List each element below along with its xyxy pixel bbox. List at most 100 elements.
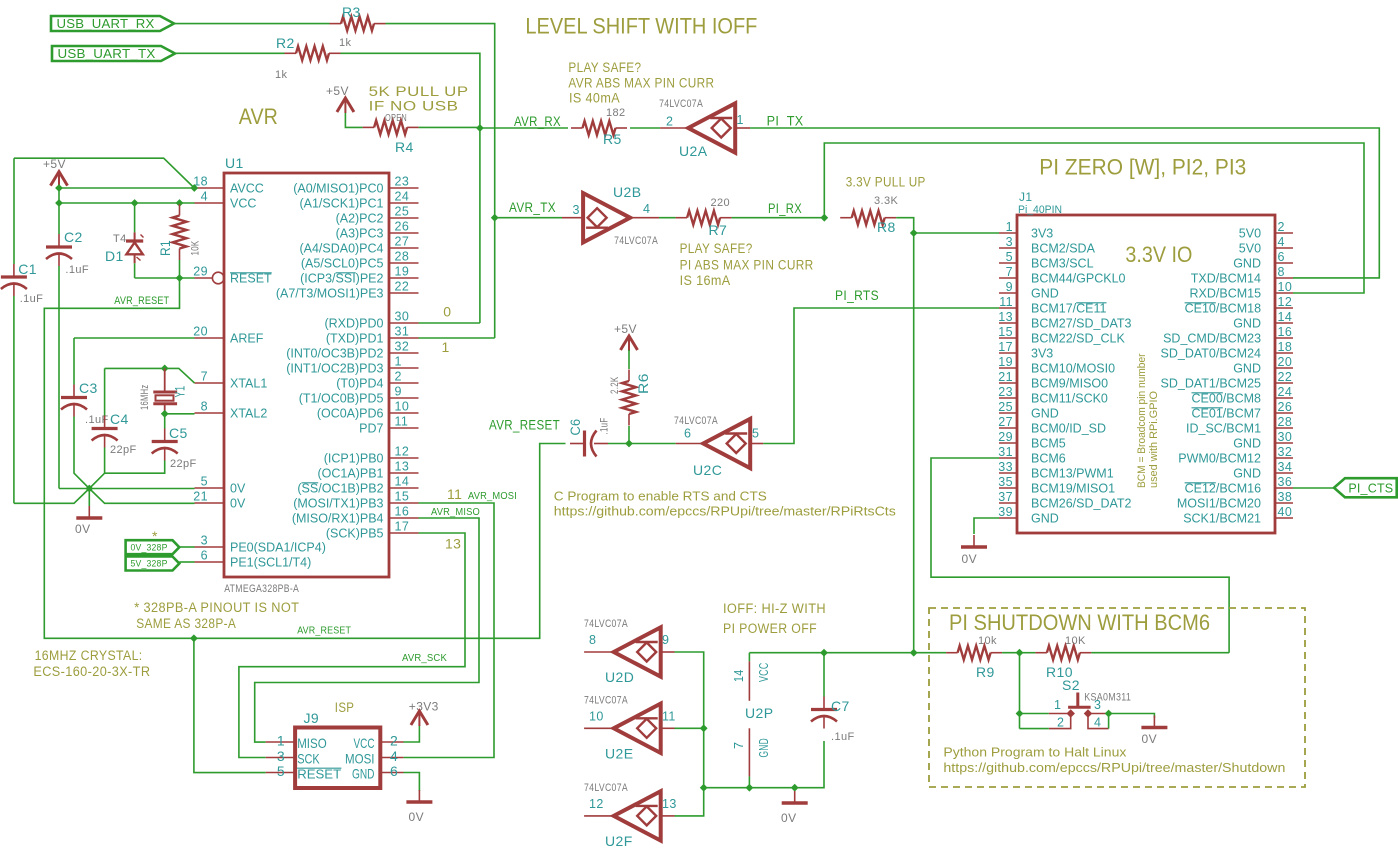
- svg-text:GND: GND: [1233, 437, 1261, 451]
- svg-text:LEVEL SHIFT WITH IOFF: LEVEL SHIFT WITH IOFF: [525, 14, 757, 39]
- svg-text:32: 32: [395, 340, 410, 354]
- svg-text:22pF: 22pF: [110, 444, 137, 456]
- svg-text:2: 2: [390, 733, 398, 749]
- svg-text:ATMEGA328PB-A: ATMEGA328PB-A: [224, 583, 299, 595]
- svg-text:14: 14: [1278, 310, 1293, 324]
- svg-text:31: 31: [395, 325, 410, 339]
- svg-text:25: 25: [395, 205, 410, 219]
- svg-text:0V: 0V: [230, 482, 246, 496]
- svg-text:25: 25: [998, 400, 1013, 414]
- svg-text:ID_SC/BCM1: ID_SC/BCM1: [1186, 422, 1261, 436]
- svg-text:36: 36: [1278, 475, 1293, 489]
- svg-text:6: 6: [684, 427, 691, 441]
- svg-text:(ICP1)PB0: (ICP1)PB0: [324, 452, 384, 466]
- svg-text:23: 23: [998, 385, 1013, 399]
- svg-text:BCM6: BCM6: [1031, 452, 1066, 466]
- svg-text:5: 5: [277, 763, 285, 779]
- svg-text:0V_328P: 0V_328P: [131, 542, 168, 552]
- svg-text:TXD/BCM14: TXD/BCM14: [1191, 272, 1261, 286]
- svg-text:PWM0/BCM12: PWM0/BCM12: [1178, 452, 1261, 466]
- svg-text:GND: GND: [1233, 362, 1261, 376]
- svg-text:R4: R4: [395, 139, 414, 155]
- svg-text:USB_UART_RX: USB_UART_RX: [57, 16, 155, 31]
- svg-text:24: 24: [395, 190, 410, 204]
- svg-text:AVR_SCK: AVR_SCK: [402, 653, 447, 664]
- svg-text:*: *: [152, 528, 158, 544]
- svg-text:3: 3: [1094, 698, 1101, 712]
- svg-text:16MHz: 16MHz: [139, 385, 151, 411]
- svg-text:13: 13: [395, 460, 410, 474]
- svg-text:9: 9: [662, 633, 669, 647]
- svg-text:12: 12: [1278, 295, 1293, 309]
- svg-text:28: 28: [1278, 415, 1293, 429]
- svg-text:VCC: VCC: [354, 735, 375, 751]
- svg-text:7: 7: [201, 370, 208, 384]
- svg-text:U1: U1: [225, 155, 244, 171]
- svg-text:18: 18: [1278, 340, 1293, 354]
- svg-text:.1uF: .1uF: [20, 293, 44, 305]
- svg-text:74LVC07A: 74LVC07A: [614, 235, 658, 247]
- svg-text:17: 17: [395, 520, 410, 534]
- svg-text:74LVC07A: 74LVC07A: [659, 98, 703, 110]
- svg-text:U2P: U2P: [745, 705, 773, 721]
- svg-text:5V_328P: 5V_328P: [131, 559, 168, 569]
- svg-text:R6: R6: [636, 373, 651, 394]
- svg-text:(A2)PC2: (A2)PC2: [336, 212, 384, 226]
- svg-text:BCM27/SD_DAT3: BCM27/SD_DAT3: [1031, 317, 1132, 331]
- svg-text:AREF: AREF: [230, 332, 264, 346]
- svg-text:(A3)PC3: (A3)PC3: [336, 227, 384, 241]
- svg-text:USB_UART_TX: USB_UART_TX: [58, 46, 156, 61]
- svg-text:16: 16: [1278, 325, 1293, 339]
- svg-text:220: 220: [711, 197, 731, 209]
- svg-text:3: 3: [277, 748, 285, 764]
- svg-text:R10: R10: [1046, 664, 1073, 680]
- svg-text:CE12/BCM16: CE12/BCM16: [1185, 482, 1261, 496]
- svg-text:R1: R1: [158, 240, 173, 256]
- svg-text:11: 11: [395, 415, 409, 429]
- svg-text:U2E: U2E: [605, 745, 633, 761]
- svg-text:S2: S2: [1062, 677, 1080, 693]
- svg-text:PI_TX: PI_TX: [767, 114, 804, 129]
- svg-text:C4: C4: [110, 411, 129, 427]
- svg-text:GND: GND: [1031, 407, 1059, 421]
- svg-text:1k: 1k: [339, 37, 352, 49]
- svg-text:2: 2: [395, 370, 402, 384]
- svg-text:(A4/SDA0)PC4: (A4/SDA0)PC4: [299, 242, 383, 256]
- svg-text:CE10/BCM18: CE10/BCM18: [1185, 302, 1261, 316]
- svg-text:10K: 10K: [190, 240, 202, 255]
- svg-text:AVR_RX: AVR_RX: [514, 114, 561, 129]
- svg-text:BCM22/SD_CLK: BCM22/SD_CLK: [1031, 332, 1125, 346]
- svg-text:32: 32: [1278, 445, 1293, 459]
- svg-text:1k: 1k: [275, 69, 288, 81]
- svg-text:11: 11: [999, 295, 1013, 309]
- svg-text:3: 3: [1006, 235, 1013, 249]
- svg-text:J1: J1: [1019, 190, 1032, 204]
- svg-text:.1uF: .1uF: [831, 731, 855, 743]
- svg-text:GND: GND: [1031, 512, 1059, 526]
- svg-text:13: 13: [662, 797, 677, 811]
- svg-text:29: 29: [193, 265, 208, 279]
- svg-text:VCC: VCC: [757, 663, 771, 683]
- svg-text:4: 4: [390, 748, 398, 764]
- svg-text:3.3V IO: 3.3V IO: [1125, 242, 1192, 267]
- svg-text:22pF: 22pF: [170, 458, 197, 470]
- svg-text:C3: C3: [79, 380, 98, 396]
- svg-text:(RXD)PD0: (RXD)PD0: [324, 317, 383, 331]
- svg-text:SD_DAT0/BCM24: SD_DAT0/BCM24: [1161, 347, 1262, 361]
- svg-text:AVR_TX: AVR_TX: [509, 200, 556, 215]
- svg-text:PE1(SCL1/T4): PE1(SCL1/T4): [230, 556, 311, 570]
- svg-text:BCM5: BCM5: [1031, 437, 1066, 451]
- svg-text:RXD/BCM15: RXD/BCM15: [1190, 287, 1262, 301]
- svg-text:CE01/BCM7: CE01/BCM7: [1192, 407, 1262, 421]
- svg-text:U2D: U2D: [605, 669, 634, 685]
- svg-text:(INT0/OC3B)PD2: (INT0/OC3B)PD2: [286, 347, 383, 361]
- svg-text:(OC1A)PB1: (OC1A)PB1: [318, 467, 384, 481]
- svg-text:(T0)PD4: (T0)PD4: [336, 377, 383, 391]
- svg-text:10: 10: [589, 709, 604, 723]
- svg-text:AVR_RESET: AVR_RESET: [114, 295, 169, 307]
- svg-text:Pi_40PIN: Pi_40PIN: [1018, 204, 1062, 216]
- svg-text:KSA0M311: KSA0M311: [1084, 692, 1131, 704]
- svg-text:(A7/T3/MOSI1)PE3: (A7/T3/MOSI1)PE3: [276, 287, 384, 301]
- svg-text:4: 4: [1094, 716, 1101, 730]
- svg-text:MISO: MISO: [297, 735, 327, 751]
